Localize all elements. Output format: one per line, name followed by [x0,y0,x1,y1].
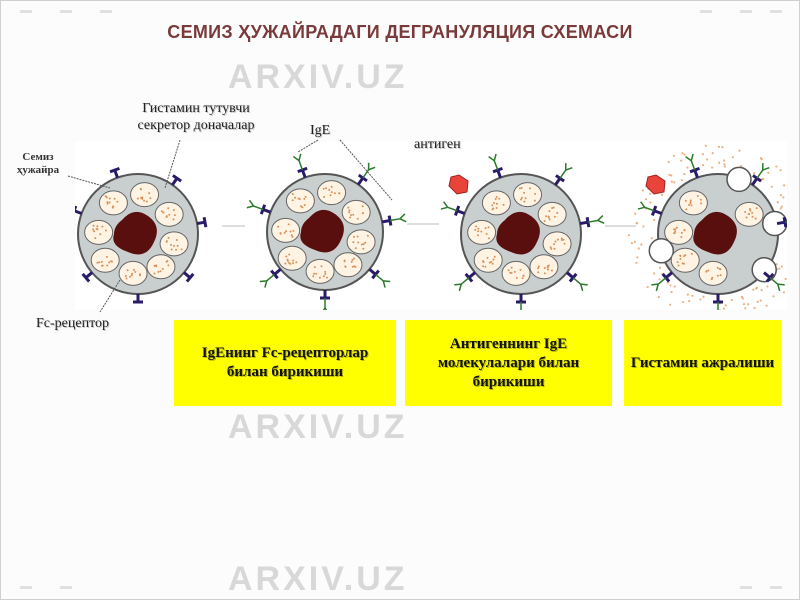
step-box-ige-binding: IgEнинг Fc-рецепторлар билан бирикиши [174,320,396,406]
mast-cell-label: Семиз ҳужайра [6,151,70,177]
antigen-label: антиген [414,136,494,153]
step-box-histamine-release: Гистамин ажралиши [624,320,781,406]
fc-receptor-label: Fc-рецептор [36,315,156,332]
step-box-antigen-binding: Антигеннинг IgE молекулалари билан бирик… [405,320,612,406]
histamine-granules-label: Гистамин тутувчи секретор доначалар [108,100,284,134]
ige-label: IgE [310,122,350,139]
